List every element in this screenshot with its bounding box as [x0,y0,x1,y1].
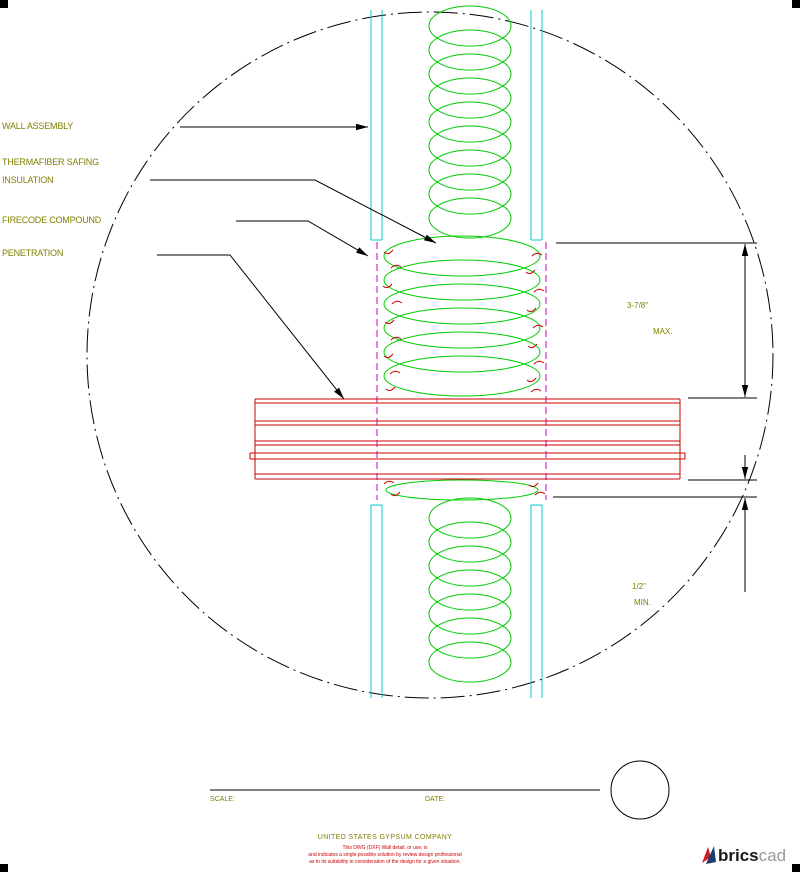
firecode-compound-outline [376,242,547,500]
bricscad-logo-icon [702,846,716,864]
title-circle [610,760,670,820]
label-thermafiber-safing: THERMAFIBER SAFING [2,157,99,167]
wall-board-lines [370,10,543,698]
company-name: UNITED STATES GYPSUM COMPANY [317,834,453,841]
pipe-penetration [249,398,686,480]
dimension-min-value: 1/2" [632,582,646,591]
leader-lines [150,123,437,400]
bricscad-logo: bricscad [718,847,786,864]
date-label: DATE: [425,796,446,803]
label-insulation: INSULATION [2,175,54,185]
leader-penetration [157,254,345,400]
extension-lines [553,242,757,498]
disclaimer-line-2: and indicates a single possible solution… [308,852,462,858]
leader-thermafiber [150,179,437,244]
label-firecode-compound: FIRECODE COMPOUND [2,215,102,225]
label-penetration: PENETRATION [2,248,64,258]
bricscad-logo-light: cad [758,846,787,865]
bricscad-logo-bold: brics [718,846,759,865]
insulation-batt [383,5,541,683]
compound-hatch-ticks [382,249,546,497]
leader-firecode [236,220,369,257]
scale-label: SCALE: [210,796,235,803]
dimension-lines [553,242,757,592]
title-block-rule [210,760,670,820]
disclaimer-line-1: This DWG (DXF) Wall detail, or use, is [342,845,428,851]
dimension-min-label: MIN. [634,598,651,607]
disclaimer-line-3: as to its suitability in consideration o… [309,859,461,865]
detail-boundary-circle [86,11,774,699]
dimension-max-value: 3-7/8" [627,301,649,310]
label-wall-assembly: WALL ASSEMBLY [2,121,74,131]
dimension-max-label: MAX. [653,327,673,336]
